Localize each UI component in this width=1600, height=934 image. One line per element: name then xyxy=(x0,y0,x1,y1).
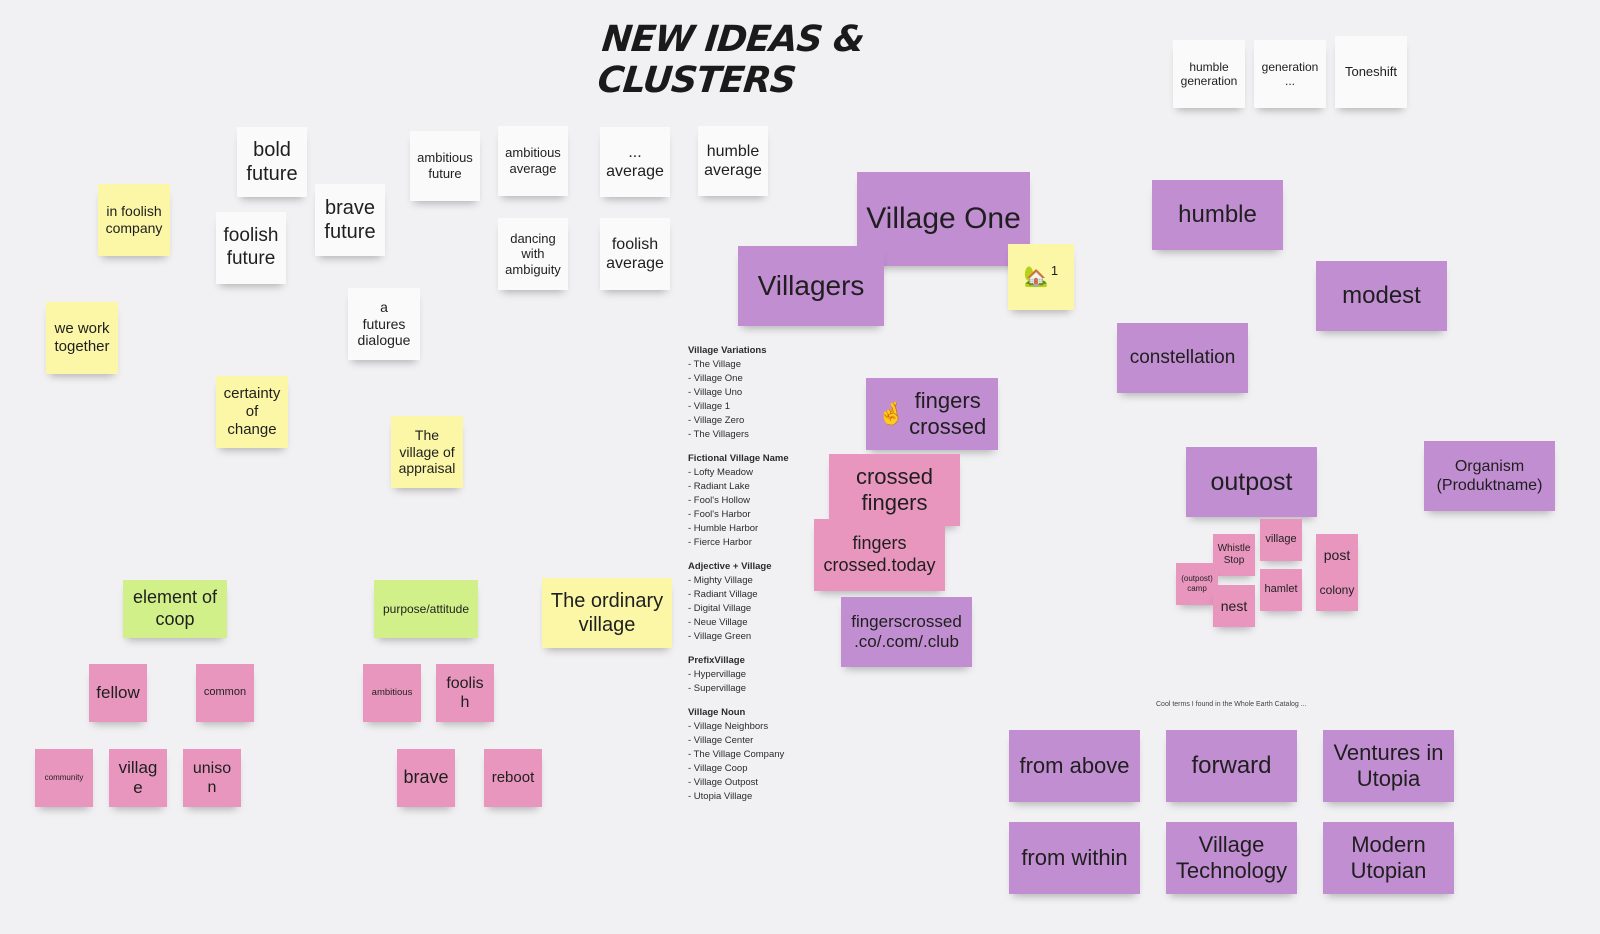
note-reboot[interactable]: reboot xyxy=(484,749,542,807)
note-fellow[interactable]: fellow xyxy=(89,664,147,722)
note-ambitious-future[interactable]: ambitious future xyxy=(410,131,480,201)
note-brave-future[interactable]: brave future xyxy=(315,184,385,256)
note-from-above[interactable]: from above xyxy=(1009,730,1140,802)
note-foolish-future[interactable]: foolish future xyxy=(216,212,286,284)
note-from-within[interactable]: from within xyxy=(1009,822,1140,894)
note-village[interactable]: village xyxy=(109,749,167,807)
note-toneshift[interactable]: Toneshift xyxy=(1335,36,1407,108)
list-heading: Village Variations xyxy=(688,345,767,356)
list-item: - Village 1 xyxy=(688,401,731,412)
note-forward[interactable]: forward xyxy=(1166,730,1297,802)
note-modest[interactable]: modest xyxy=(1316,261,1447,331)
house-count-value: 1 xyxy=(1050,263,1059,279)
note-humble[interactable]: humble xyxy=(1152,180,1283,250)
note-hamlet[interactable]: hamlet xyxy=(1260,569,1302,611)
note-bold-future[interactable]: bold future xyxy=(237,127,307,197)
note-modern-utopian[interactable]: Modern Utopian xyxy=(1323,822,1454,894)
list-item: - Village Green xyxy=(688,631,752,642)
list-heading: Fictional Village Name xyxy=(688,453,789,464)
list-item: - Digital Village xyxy=(688,603,752,614)
list-section-adjective-village: Adjective + Village - Mighty Village - R… xyxy=(688,560,838,644)
note-element-of-coop[interactable]: element of coop xyxy=(123,580,227,638)
note-fingers-crossed-today[interactable]: fingers crossed.today xyxy=(814,519,945,591)
list-item: - Fierce Harbor xyxy=(688,537,752,548)
whole-earth-caption: Cool terms I found in the Whole Earth Ca… xyxy=(1156,701,1307,708)
note-ordinary-village[interactable]: The ordinary village xyxy=(542,578,672,648)
note-ellipsis-average[interactable]: ... average xyxy=(600,127,670,197)
list-item: - Village Center xyxy=(688,735,754,746)
note-villagers[interactable]: Villagers xyxy=(738,246,884,326)
list-heading: PrefixVillage xyxy=(688,655,745,666)
note-fingers-crossed[interactable]: 🤞 fingers crossed xyxy=(866,378,998,450)
list-section-fictional-village-name: Fictional Village Name - Lofty Meadow - … xyxy=(688,452,838,550)
list-item: - Fool's Harbor xyxy=(688,509,751,520)
list-section-village-noun: Village Noun - Village Neighbors - Villa… xyxy=(688,706,838,804)
note-we-work-together[interactable]: we work together xyxy=(46,302,118,374)
list-item: - Humble Harbor xyxy=(688,523,759,534)
house-with-tree-icon: 🏡 xyxy=(1023,266,1049,288)
list-item: - Radiant Lake xyxy=(688,481,750,492)
note-organism[interactable]: Organism (Produktname) xyxy=(1424,441,1555,511)
note-village-small[interactable]: village xyxy=(1260,519,1302,561)
note-fingers-crossed-label: fingers crossed xyxy=(909,387,987,439)
board-title: NEW IDEAS & CLUSTERS xyxy=(595,19,866,101)
list-section-prefix-village: PrefixVillage - Hypervillage - Supervill… xyxy=(688,654,838,696)
note-humble-average[interactable]: humble average xyxy=(698,126,768,196)
note-dancing-with-ambiguity[interactable]: dancing with ambiguity xyxy=(498,218,568,290)
note-outpost[interactable]: outpost xyxy=(1186,447,1317,517)
note-purpose-attitude[interactable]: purpose/attitude xyxy=(374,580,478,638)
list-item: - Village Zero xyxy=(688,415,745,426)
note-brave[interactable]: brave xyxy=(397,749,455,807)
crossed-fingers-icon: 🤞 xyxy=(877,400,906,426)
note-whistle-stop[interactable]: Whistle Stop xyxy=(1213,534,1255,576)
list-item: - Lofty Meadow xyxy=(688,467,753,478)
list-item: - Village Neighbors xyxy=(688,721,769,732)
list-item: - The Villagers xyxy=(688,429,749,440)
village-name-list[interactable]: Village Variations - The Village - Villa… xyxy=(688,344,838,814)
list-item: - Mighty Village xyxy=(688,575,753,586)
note-fingerscrossed-domains[interactable]: fingerscrossed .co/.com/.club xyxy=(841,597,972,667)
list-heading: Village Noun xyxy=(688,707,746,718)
list-item: - Radiant Village xyxy=(688,589,758,600)
note-unison[interactable]: unison xyxy=(183,749,241,807)
list-item: - Village Outpost xyxy=(688,777,759,788)
note-constellation[interactable]: constellation xyxy=(1117,323,1248,393)
note-crossed-fingers[interactable]: crossed fingers xyxy=(829,454,960,526)
note-certainty-of-change[interactable]: certainty of change xyxy=(216,376,288,448)
note-humble-generation[interactable]: humble generation xyxy=(1173,40,1245,108)
list-item: - Village Uno xyxy=(688,387,743,398)
list-item: - Neue Village xyxy=(688,617,748,628)
note-outpost-camp[interactable]: (outpost) camp xyxy=(1176,563,1218,605)
note-foolish[interactable]: foolish xyxy=(436,664,494,722)
list-item: - Fool's Hollow xyxy=(688,495,750,506)
note-nest[interactable]: nest xyxy=(1213,585,1255,627)
note-colony[interactable]: colony xyxy=(1316,569,1358,611)
list-item: - Hypervillage xyxy=(688,669,747,680)
note-house-count[interactable]: 🏡 1 xyxy=(1008,244,1074,310)
note-village-of-appraisal[interactable]: The village of appraisal xyxy=(391,416,463,488)
list-heading: Adjective + Village xyxy=(688,561,772,572)
list-item: - Village Coop xyxy=(688,763,748,774)
list-item: - The Village Company xyxy=(688,749,785,760)
note-in-foolish-company[interactable]: in foolish company xyxy=(98,184,170,256)
list-item: - Supervillage xyxy=(688,683,747,694)
list-item: - Utopia Village xyxy=(688,791,753,802)
note-a-futures-dialogue[interactable]: a futures dialogue xyxy=(348,288,420,360)
note-village-one[interactable]: Village One xyxy=(857,172,1030,266)
note-ambitious[interactable]: ambitious xyxy=(363,664,421,722)
note-community[interactable]: community xyxy=(35,749,93,807)
list-section-village-variations: Village Variations - The Village - Villa… xyxy=(688,344,838,442)
note-ventures-in-utopia[interactable]: Ventures in Utopia xyxy=(1323,730,1454,802)
list-item: - The Village xyxy=(688,359,741,370)
list-item: - Village One xyxy=(688,373,743,384)
note-village-technology[interactable]: Village Technology xyxy=(1166,822,1297,894)
note-common[interactable]: common xyxy=(196,664,254,722)
note-ambitious-average[interactable]: ambitious average xyxy=(498,126,568,196)
note-generation-ellipsis[interactable]: generation ... xyxy=(1254,40,1326,108)
note-foolish-average[interactable]: foolish average xyxy=(600,218,670,290)
